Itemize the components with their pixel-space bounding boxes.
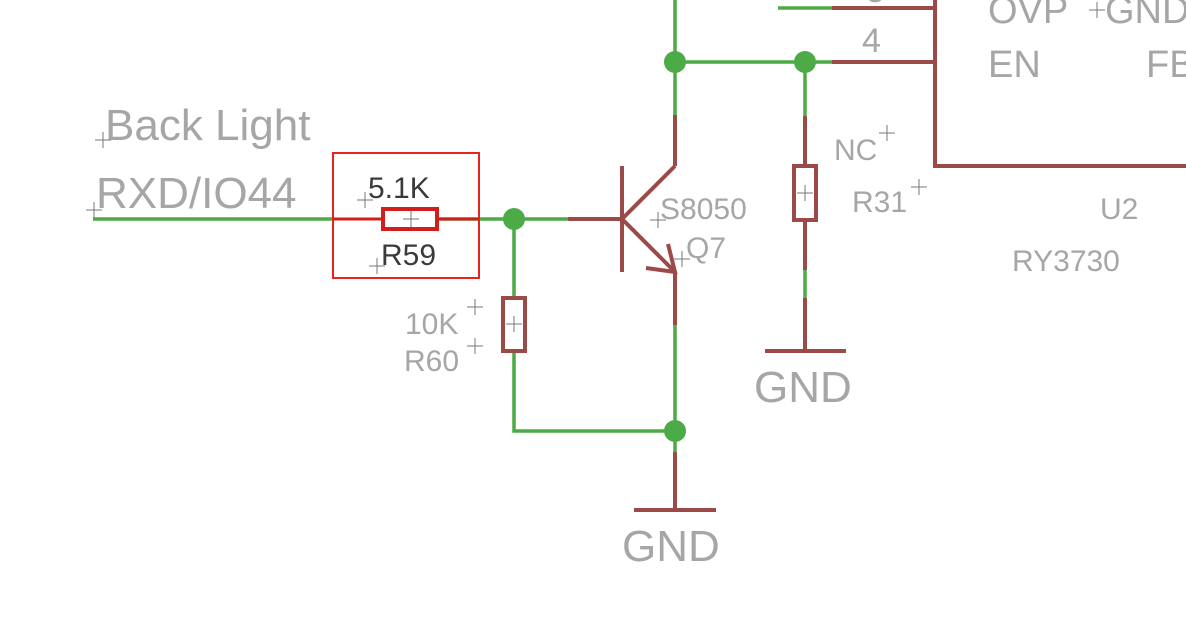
wire-r60-bottom xyxy=(512,352,675,433)
u2-pin-ovp: OVP xyxy=(988,0,1068,32)
r59-name: R59 xyxy=(381,239,436,272)
net-labels: Back Light RXD/IO44 xyxy=(86,101,310,218)
collector-diagonal xyxy=(620,164,677,221)
u2-body-outline xyxy=(933,0,1186,168)
net-label-rxd: RXD/IO44 xyxy=(96,169,297,218)
emitter-diagonal xyxy=(620,217,677,274)
net-label-back-light: Back Light xyxy=(105,101,310,150)
r59-value: 5.1K xyxy=(368,172,430,205)
r60-name: R60 xyxy=(404,345,459,378)
u2-ic[interactable]: 4 5 OVP GND EN FB U2 RY3730 xyxy=(832,0,1186,278)
emitter-arrow-icon xyxy=(645,243,678,275)
r59-resistor[interactable]: 5.1K R59 xyxy=(332,152,480,279)
u2-pin-top-number: 5 xyxy=(866,0,885,10)
junctions xyxy=(503,51,816,442)
selection-highlight-box xyxy=(332,152,480,279)
q7-type: S8050 xyxy=(660,193,747,226)
u2-pin-gnd: GND xyxy=(1105,0,1186,32)
gnd-q7: GND xyxy=(622,452,720,571)
u2-part: RY3730 xyxy=(1012,245,1120,278)
r31-value: NC xyxy=(834,134,877,167)
q7-name: Q7 xyxy=(686,232,726,265)
u2-name: U2 xyxy=(1100,193,1138,226)
junction-dot xyxy=(794,51,816,73)
junction-dot xyxy=(664,51,686,73)
junction-dot xyxy=(503,208,525,230)
wires xyxy=(93,0,832,452)
r31-name: R31 xyxy=(852,186,907,219)
r60-resistor[interactable]: 10K R60 xyxy=(404,296,527,378)
q7-transistor[interactable]: S8050 Q7 xyxy=(568,115,747,325)
gnd-label: GND xyxy=(754,363,852,412)
r60-value: 10K xyxy=(405,308,458,341)
r31-resistor[interactable]: NC R31 xyxy=(792,116,927,270)
u2-pin-number: 4 xyxy=(862,22,881,60)
gnd-label: GND xyxy=(622,522,720,571)
u2-pin-en: EN xyxy=(988,44,1041,86)
junction-dot xyxy=(664,420,686,442)
u2-pin-fb: FB xyxy=(1146,44,1186,86)
gnd-r31: GND xyxy=(754,298,852,412)
